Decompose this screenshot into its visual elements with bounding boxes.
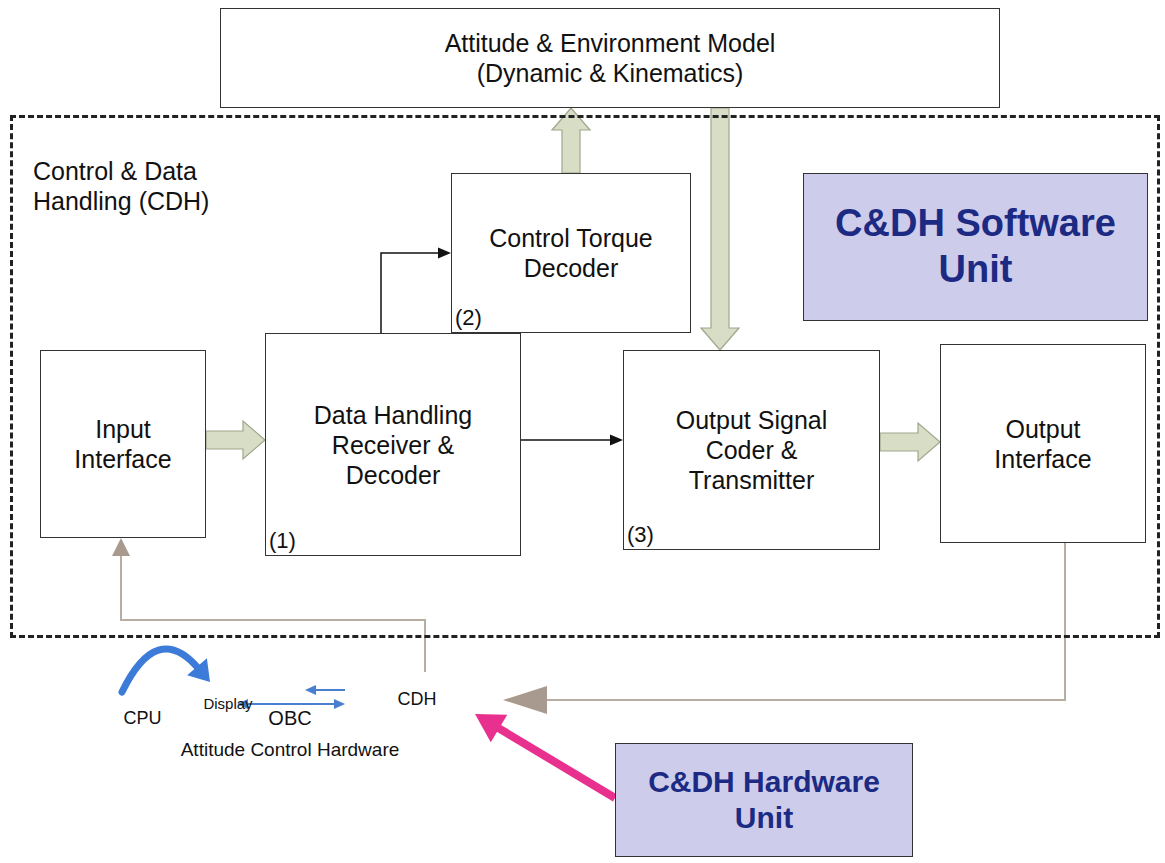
connector-line bbox=[315, 689, 345, 691]
shape-face bbox=[489, 672, 503, 714]
connector-line bbox=[121, 555, 425, 672]
node-label: Input Interface bbox=[53, 414, 193, 474]
obc-board: OBCAttitude Control Hardware DisplayCPU CD… bbox=[10, 655, 610, 763]
cdh-region: Control & Data Handling (CDH) C&DH Softwa… bbox=[10, 115, 1160, 638]
connector bbox=[475, 714, 615, 798]
process-box: Data Handling Receiver & Decoder (1) bbox=[265, 333, 521, 556]
connector-line bbox=[247, 703, 335, 705]
callout-number: (3) bbox=[627, 522, 654, 548]
node-label: Output Interface bbox=[968, 414, 1118, 474]
arrow-head bbox=[503, 686, 547, 714]
connector-line bbox=[546, 543, 1065, 700]
arrow-head bbox=[112, 538, 130, 556]
connector-line bbox=[498, 728, 615, 798]
node-label: Output Signal Coder & Transmitter bbox=[657, 405, 847, 495]
connector-line bbox=[521, 439, 611, 441]
arrow-head bbox=[610, 435, 623, 446]
shape-face bbox=[10, 655, 610, 700]
connector bbox=[503, 543, 1065, 714]
node-label: Display bbox=[165, 693, 291, 714]
shape-face bbox=[62, 692, 237, 704]
shape-face bbox=[165, 682, 305, 694]
connector bbox=[206, 421, 265, 459]
shape-face bbox=[10, 700, 570, 737]
node-label: Data Handling Receiver & Decoder bbox=[301, 400, 486, 490]
unit-label-box: C&DH Hardware Unit bbox=[615, 743, 913, 857]
shape-face bbox=[345, 684, 489, 714]
shape-face bbox=[62, 704, 223, 732]
connector-line bbox=[381, 253, 439, 333]
display-chip: Display bbox=[165, 682, 305, 714]
connector bbox=[122, 649, 210, 692]
arrow-head bbox=[187, 658, 210, 682]
node-label: Attitude & Environment Model (Dynamic & … bbox=[390, 28, 830, 88]
connector bbox=[521, 435, 623, 446]
curved-arrow bbox=[122, 649, 198, 692]
arrow-head bbox=[475, 714, 507, 742]
interface-box: Output Interface bbox=[940, 344, 1146, 543]
process-box: Output Signal Coder & Transmitter (3) bbox=[623, 350, 880, 550]
board-caption: Attitude Control Hardware bbox=[10, 739, 570, 762]
interface-box: Input Interface bbox=[40, 350, 206, 538]
connector bbox=[305, 685, 345, 695]
arrow-head bbox=[438, 248, 451, 259]
shape-face bbox=[165, 694, 291, 714]
node-label: OBC bbox=[10, 700, 570, 737]
arrow-head bbox=[334, 699, 345, 709]
shape-face bbox=[570, 655, 610, 737]
process-box: Control Torque Decoder (2) bbox=[451, 173, 691, 333]
shape-face bbox=[345, 672, 503, 684]
callout-number: (1) bbox=[269, 528, 296, 554]
block-arrow bbox=[880, 423, 940, 461]
cdh-chip: CDH bbox=[345, 672, 503, 714]
node-label: CDH bbox=[345, 685, 489, 714]
callout-number: (2) bbox=[455, 305, 482, 331]
connector bbox=[701, 108, 739, 350]
model-box: Attitude & Environment Model (Dynamic & … bbox=[220, 8, 1000, 108]
block-arrow bbox=[701, 108, 739, 350]
shape-face bbox=[291, 682, 305, 714]
node-label: Control & Data Handling (CDH) bbox=[33, 156, 248, 216]
node-label: Control Torque Decoder bbox=[471, 223, 671, 283]
node-label: CPU bbox=[62, 705, 223, 732]
connector bbox=[880, 423, 940, 461]
connector bbox=[381, 248, 451, 334]
node-label: C&DH Software Unit bbox=[818, 201, 1133, 292]
block-arrow bbox=[206, 421, 265, 459]
unit-label-box: C&DH Software Unit bbox=[803, 173, 1148, 321]
shape-face bbox=[223, 692, 237, 732]
node-label: C&DH Hardware Unit bbox=[630, 764, 898, 836]
arrow-head bbox=[305, 685, 316, 695]
